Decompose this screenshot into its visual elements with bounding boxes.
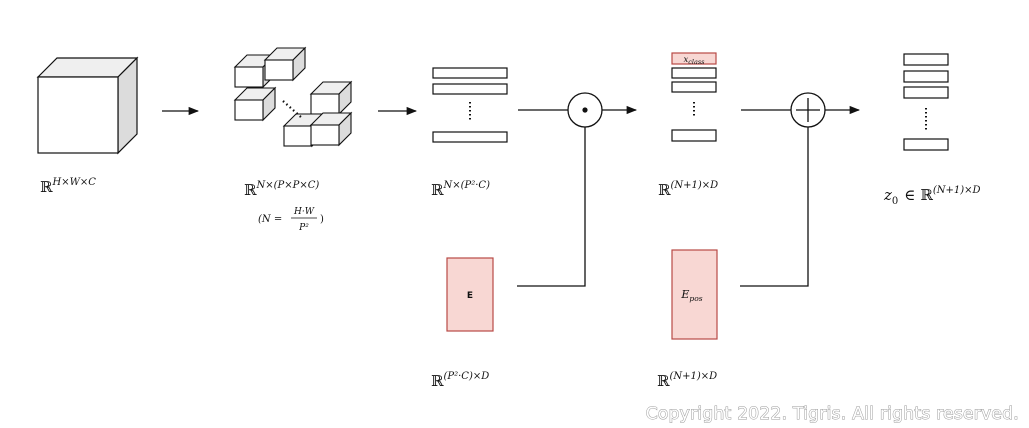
flattened-patch-vectors xyxy=(432,67,508,143)
token-vector xyxy=(671,81,717,93)
copyright-watermark: Copyright 2022. Tigris. All rights reser… xyxy=(646,404,1019,424)
class-token xyxy=(671,52,717,65)
flattened-shape-label: ℝN×(P²·C) xyxy=(431,180,490,199)
embedding-matrix xyxy=(446,257,494,332)
patch-vector xyxy=(432,83,508,95)
multiply-operator xyxy=(567,92,603,128)
output-vector xyxy=(903,86,949,99)
position-shape-label: ℝ(N+1)×D xyxy=(657,371,717,390)
patch-vector xyxy=(432,67,508,79)
output-vector xyxy=(903,70,949,83)
svg-text:(N =: (N = xyxy=(258,214,282,225)
svg-text:H·W: H·W xyxy=(293,207,315,217)
class-token-label: xclass xyxy=(683,55,705,66)
input-shape-label: ℝH×W×C xyxy=(40,177,96,196)
patch-cube xyxy=(233,86,277,122)
svg-text:): ) xyxy=(320,214,324,225)
input-image-cube xyxy=(36,56,139,155)
position-embedding-matrix xyxy=(671,249,718,340)
token-vector xyxy=(671,129,717,142)
svg-text:P²: P² xyxy=(298,223,309,233)
output-token-vectors xyxy=(903,53,949,151)
cube-front-face xyxy=(37,76,119,154)
output-vector xyxy=(903,138,949,151)
add-operator xyxy=(790,92,826,128)
line-Epos-to-add xyxy=(740,127,809,287)
embedding-matrix-label: E xyxy=(467,291,473,301)
output-shape-label: z0∈ℝ(N+1)×D xyxy=(883,185,981,207)
patch-cube xyxy=(263,46,307,82)
embedding-shape-label: ℝ(P²·C)×D xyxy=(431,371,489,390)
patch-vector xyxy=(432,131,508,143)
output-vector xyxy=(903,53,949,66)
embedded-token-vectors: xclass xyxy=(671,52,717,142)
position-embedding-label: Epos xyxy=(680,288,702,303)
patch-cube xyxy=(309,80,353,116)
patch-count-formula: (N = H·W P² ) xyxy=(258,207,324,233)
line-E-to-multiply xyxy=(517,127,586,287)
token-vector xyxy=(671,67,717,79)
patch-cubes xyxy=(233,46,353,148)
patch-cube xyxy=(309,111,353,147)
patches-shape-label: ℝN×(P×P×C) xyxy=(244,180,319,199)
embedded-shape-label: ℝ(N+1)×D xyxy=(658,180,718,199)
